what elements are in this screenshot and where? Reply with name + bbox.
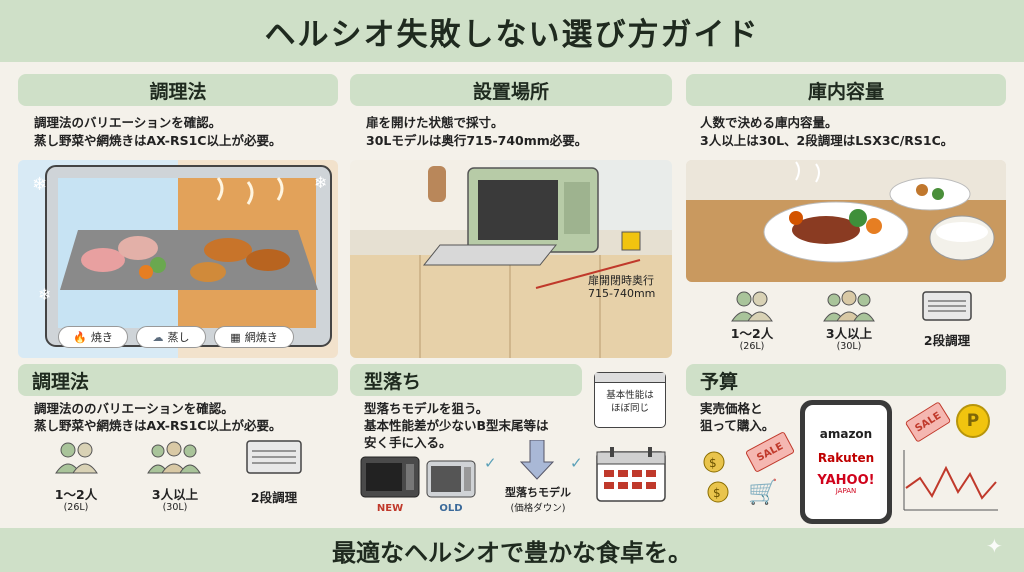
panel5-text-line1: 型落ちモデルを狙う。 xyxy=(364,401,489,416)
panel-title-cooking-method: 調理法 xyxy=(18,74,338,106)
panel-title-older-model: 型落ち xyxy=(350,364,582,396)
panel-title-capacity: 庫内容量 xyxy=(686,74,1006,106)
old-label: OLD xyxy=(439,503,463,514)
method-sub-1: (26L) xyxy=(63,502,89,513)
price-trend-chart-icon xyxy=(900,448,1000,512)
three-plus-people-icon xyxy=(822,290,876,322)
coins-icon: $ $ xyxy=(702,450,730,506)
panel3-text-line2: 3人以上は30L、2段調理はLSX3C/RS1C。 xyxy=(700,133,954,148)
panel1-text-line1: 調理法のバリエーションを確認。 xyxy=(34,115,222,130)
capacity-sub-1: (26L) xyxy=(739,341,765,352)
note-line2: ほぼ同じ xyxy=(610,403,649,414)
measure-label-line2: 715-740mm xyxy=(588,287,656,300)
smartphone-icon: amazon Rakuten YAHOO! JAPAN xyxy=(800,400,892,524)
panel3-text-line1: 人数で決める庫内容量。 xyxy=(700,115,838,130)
capacity-label-1: 1〜2人 xyxy=(730,326,774,341)
capacity-label-3: 2段調理 xyxy=(923,333,971,348)
flame-icon: 🔥 xyxy=(73,330,87,344)
panel4-text-line2: 蒸し野菜や網焼きはAX-RS1C以上が必要。 xyxy=(34,418,282,433)
calendar-note: 基本性能は ほぼ同じ xyxy=(594,372,666,428)
two-tier-oven-icon xyxy=(922,291,972,321)
two-tier-oven-icon-2 xyxy=(246,440,302,474)
panel-title-installation: 設置場所 xyxy=(350,74,672,106)
panel6-text-line1: 実売価格と xyxy=(700,401,763,416)
new-oven-icon xyxy=(360,456,420,498)
svg-text:❄: ❄ xyxy=(38,285,51,304)
grid-icon: ▦ xyxy=(230,330,241,344)
sale-tag-right: SALE xyxy=(904,401,952,443)
panel4-text-line1: 調理法ののバリエーションを確認。 xyxy=(34,401,234,416)
panel5-text-line2: 基本性能差が少ないB型末尾等は xyxy=(364,418,549,433)
grid-grill-badge: ▦ 網焼き xyxy=(214,326,294,348)
kitchen-installation-illustration xyxy=(350,160,672,358)
method-label-3: 2段調理 xyxy=(250,490,298,505)
grill-badge: 🔥 焼き xyxy=(58,326,128,348)
measure-label-line1: 扉開閉時奥行 xyxy=(588,274,654,287)
three-plus-people-icon-2 xyxy=(146,440,202,474)
sale-tag-left: SALE xyxy=(744,431,796,473)
amazon-logo: amazon xyxy=(819,427,873,441)
capacity-label-2: 3人以上 xyxy=(825,326,873,341)
yahoo-logo: YAHOO! xyxy=(817,473,875,488)
svg-text:❄: ❄ xyxy=(314,173,327,192)
one-two-people-icon xyxy=(728,290,776,322)
old-oven-icon xyxy=(426,460,476,498)
dinner-table-illustration xyxy=(686,160,1006,282)
svg-text:❄: ❄ xyxy=(32,174,47,195)
page-title-banner: ヘルシオ失敗しない選び方ガイド xyxy=(0,0,1024,62)
capacity-sub-2: (30L) xyxy=(836,341,862,352)
steam-cloud-icon: ☁ xyxy=(152,330,164,344)
check-icon-right: ✓ xyxy=(570,454,583,472)
calendar-icon xyxy=(596,446,666,502)
points-coin-icon: P xyxy=(956,404,990,438)
footer-banner: 最適なヘルシオで豊かな食卓を。 xyxy=(0,528,1024,572)
sparkle-icon: ✦ xyxy=(986,534,1003,558)
yahoo-japan-label: JAPAN xyxy=(835,487,857,495)
check-icon-left: ✓ xyxy=(484,454,497,472)
method-label-1: 1〜2人 xyxy=(54,487,98,502)
panel5-text-line3: 安く手に入る。 xyxy=(364,435,452,450)
new-label: NEW xyxy=(376,503,404,514)
method-label-2: 3人以上 xyxy=(151,487,199,502)
svg-text:$: $ xyxy=(713,486,721,500)
method-sub-2: (30L) xyxy=(162,502,188,513)
svg-text:$: $ xyxy=(709,456,717,470)
oven-comparison-illustration: ❄ ❄ ❄ xyxy=(18,160,338,358)
rakuten-logo: Rakuten xyxy=(817,451,875,465)
panel2-text-line2: 30Lモデルは奥行715-740mm必要。 xyxy=(366,133,588,148)
older-model-label: 型落ちモデル xyxy=(505,486,571,499)
one-two-people-icon-2 xyxy=(52,440,102,474)
page-title: ヘルシオ失敗しない選び方ガイド xyxy=(264,16,760,53)
panel-title-cooking-method-2: 調理法 xyxy=(18,364,338,396)
price-down-label: (価格ダウン) xyxy=(510,503,566,514)
shopping-cart-icon: 🛒 xyxy=(748,478,778,506)
panel-title-budget: 予算 xyxy=(686,364,1006,396)
panel1-text-line2: 蒸し野菜や網焼きはAX-RS1C以上が必要。 xyxy=(34,133,282,148)
footer-text: 最適なヘルシオで豊かな食卓を。 xyxy=(332,538,692,567)
down-arrow-icon xyxy=(519,439,555,480)
steam-badge: ☁ 蒸し xyxy=(136,326,206,348)
panel2-text-line1: 扉を開けた状態で採寸。 xyxy=(366,115,504,130)
panel6-text-line2: 狙って購入。 xyxy=(700,418,775,433)
note-line1: 基本性能は xyxy=(606,390,654,401)
